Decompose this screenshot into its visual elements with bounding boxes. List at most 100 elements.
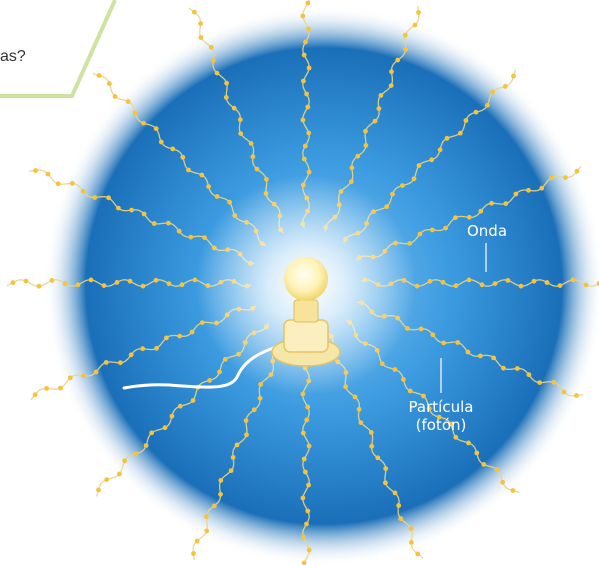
photon-dot — [194, 538, 200, 544]
photon-dot — [103, 360, 109, 365]
photon-dot — [176, 228, 182, 234]
photon-dot — [251, 407, 257, 413]
photon-dot — [143, 443, 149, 448]
photon-dot — [372, 118, 378, 124]
photon-dot — [177, 403, 183, 409]
photon-dot — [81, 373, 86, 379]
photon-dot — [448, 421, 454, 427]
photon-dot — [473, 109, 479, 115]
photon-dot — [127, 278, 133, 284]
photon-dot — [479, 282, 485, 288]
photon-dot — [228, 468, 234, 473]
photon-dot — [501, 365, 506, 371]
photon-dot — [227, 199, 233, 205]
photon-dot — [162, 425, 168, 431]
photon-dot — [224, 80, 230, 86]
photon-dot — [301, 78, 306, 84]
photon-dot — [44, 386, 49, 391]
photon-dot — [128, 352, 134, 358]
photon-dot — [58, 385, 63, 391]
photon-dot — [153, 277, 159, 283]
photon-dot — [356, 406, 362, 412]
photon-dot — [218, 478, 224, 483]
photon-dot — [412, 22, 418, 28]
photon-dot — [125, 99, 131, 104]
photon-dot — [214, 70, 220, 76]
photon-dot — [570, 277, 576, 283]
photon-dot — [427, 278, 433, 284]
photon-dot — [490, 89, 495, 95]
photon-dot — [494, 467, 500, 472]
photon-dot — [429, 157, 435, 163]
photon-dot — [32, 392, 38, 398]
photon-dot — [363, 143, 369, 148]
photon-dot — [23, 278, 29, 284]
photon-dot — [190, 398, 196, 403]
photon-dot — [305, 0, 311, 6]
photon-dot — [199, 172, 205, 178]
photon-dot — [211, 503, 217, 509]
photon-dot — [217, 369, 222, 375]
photon-dot — [574, 168, 580, 174]
photon-dot — [474, 450, 480, 456]
photon-dot — [531, 278, 537, 284]
photon-dot — [306, 130, 312, 136]
light-bulb-icon — [271, 257, 341, 367]
photon-dot — [407, 388, 413, 394]
photon-dot — [69, 181, 75, 186]
photon-dot — [264, 176, 269, 182]
photon-dot — [114, 280, 120, 285]
photon-dot — [375, 455, 381, 461]
photon-dot — [383, 480, 388, 486]
photon-dot — [549, 175, 554, 181]
photon-dot — [563, 175, 568, 181]
photon-dot — [514, 366, 520, 371]
photon-dot — [154, 345, 160, 351]
photon-dot — [561, 389, 567, 395]
photon-dot — [492, 281, 498, 286]
photon-dot — [141, 120, 146, 126]
photon-dot — [502, 84, 508, 89]
photon-dot — [301, 52, 307, 58]
photon-dot — [485, 102, 490, 108]
photon-dot — [92, 195, 98, 200]
photon-dot — [303, 39, 308, 45]
photon-dot — [539, 185, 545, 191]
photon-dot — [369, 443, 375, 449]
photon-dot — [398, 516, 404, 522]
photon-dot — [429, 227, 435, 233]
photon-dot — [186, 167, 191, 173]
photon-dot — [481, 462, 487, 467]
photon-dot — [465, 349, 471, 355]
photon-dot — [149, 430, 155, 436]
photon-dot — [396, 503, 402, 508]
photon-dot — [301, 534, 306, 540]
photon-dot — [153, 126, 159, 132]
photon-dot — [202, 235, 208, 241]
photon-dot — [300, 117, 306, 123]
photon-dot — [306, 26, 311, 32]
photon-dot — [140, 346, 146, 352]
photon-dot — [170, 146, 176, 152]
photon-dot — [129, 207, 135, 213]
photon-dot — [574, 393, 579, 398]
photon-dot — [551, 379, 557, 385]
photon-dot — [198, 21, 204, 26]
photon-dot — [411, 176, 417, 182]
photon-dot — [478, 208, 484, 214]
photon-dot — [218, 491, 223, 497]
photon-dot — [466, 277, 472, 283]
photon-dot — [208, 44, 214, 50]
photon-dot — [392, 490, 398, 496]
photon-dot — [526, 187, 531, 193]
photon-dot — [210, 58, 216, 63]
photon-dot — [132, 110, 138, 116]
photon-dot — [355, 153, 361, 159]
photon-dot — [305, 508, 311, 514]
photon-dot — [403, 46, 408, 52]
photon-dot — [158, 139, 164, 145]
photon-dot — [444, 135, 450, 141]
photon-dot — [453, 283, 459, 289]
photon-dot — [416, 163, 422, 168]
photon-dot — [368, 430, 374, 435]
